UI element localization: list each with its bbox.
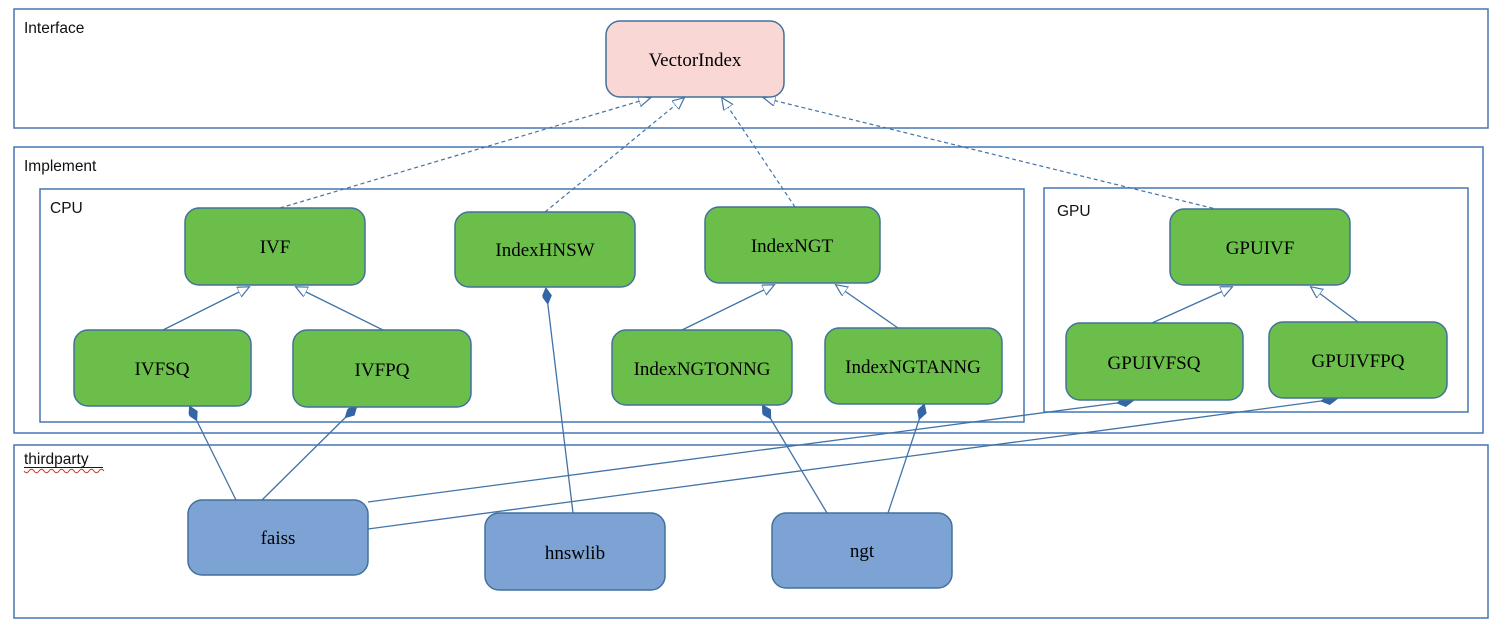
node-indexngtanng: IndexNGTANNG: [824, 327, 1003, 405]
node-ngt: ngt: [771, 512, 953, 589]
interface-label: Interface: [24, 20, 84, 37]
node-indexngt: IndexNGT: [704, 206, 881, 284]
indexngt-label: IndexNGT: [751, 236, 834, 257]
node-ivfsq: IVFSQ: [73, 329, 252, 407]
edge-indexngtonng-indexngt: [681, 285, 774, 331]
ivfsq-label: IVFSQ: [135, 359, 190, 380]
vectorindex-label: VectorIndex: [649, 50, 742, 71]
indexngtonng-shape: [611, 329, 793, 406]
edge-indexngtanng-indexngt: [836, 285, 899, 329]
edge-faiss-ivfpq: [261, 407, 356, 501]
node-faiss: faiss: [187, 499, 369, 576]
edge-gpuivfsq-gpuivf: [1151, 287, 1232, 324]
edge-indexhnsw-vectorindex: [544, 98, 684, 213]
gpuivfpq-label: GPUIVFPQ: [1312, 351, 1405, 372]
ivfpq-shape: [292, 329, 472, 408]
node-indexhnsw: IndexHNSW: [454, 211, 636, 288]
faiss-label: faiss: [261, 528, 296, 549]
indexngtanng-shape: [824, 327, 1003, 405]
cpu-label: CPU: [50, 200, 83, 217]
edge-ivfsq-ivf: [162, 287, 249, 331]
ivfpq-label: IVFPQ: [355, 360, 410, 381]
gpuivfpq-shape: [1268, 321, 1448, 399]
ngt-shape: [771, 512, 953, 589]
node-gpuivfpq: GPUIVFPQ: [1268, 321, 1448, 399]
gpuivf-shape: [1169, 208, 1351, 286]
edge-ivf-vectorindex: [279, 98, 650, 209]
node-indexngtonng: IndexNGTONNG: [611, 329, 793, 406]
node-hnswlib: hnswlib: [484, 512, 666, 591]
edge-faiss-gpuivfpq: [367, 399, 1336, 530]
indexngt-shape: [704, 206, 881, 284]
edge-faiss-gpuivfsq: [367, 401, 1132, 503]
hnswlib-shape: [484, 512, 666, 591]
edge-faiss-ivfsq: [190, 407, 237, 501]
node-ivf: IVF: [184, 207, 366, 286]
gpuivf-label: GPUIVF: [1226, 238, 1295, 259]
indexhnsw-label: IndexHNSW: [495, 240, 594, 261]
gpuivfsq-label: GPUIVFSQ: [1108, 353, 1201, 374]
edge-gpuivfpq-gpuivf: [1311, 287, 1359, 323]
edge-gpuivf-vectorindex: [764, 98, 1221, 211]
ivfsq-shape: [73, 329, 252, 407]
node-gpuivfsq: GPUIVFSQ: [1065, 322, 1244, 401]
ngt-label: ngt: [850, 541, 875, 562]
hnswlib-label: hnswlib: [545, 543, 605, 564]
node-vectorindex: VectorIndex: [605, 20, 785, 98]
ivf-label: IVF: [260, 237, 291, 258]
ivf-shape: [184, 207, 366, 286]
thirdparty-spellcheck-squiggle: [23, 468, 105, 474]
edge-ngt-indexngtonng: [763, 406, 828, 514]
gpu-label: GPU: [1057, 203, 1091, 220]
gpuivfsq-shape: [1065, 322, 1244, 401]
edge-indexngt-vectorindex: [722, 98, 796, 208]
vectorindex-shape: [605, 20, 785, 98]
edge-ivfpq-ivf: [296, 287, 384, 331]
faiss-shape: [187, 499, 369, 576]
indexhnsw-shape: [454, 211, 636, 288]
indexngtonng-label: IndexNGTONNG: [634, 359, 771, 380]
thirdparty-label: thirdparty: [24, 451, 89, 468]
implement-label: Implement: [24, 158, 97, 175]
edge-ngt-indexngtanng: [887, 405, 924, 514]
indexngtanng-label: IndexNGTANNG: [845, 357, 981, 378]
node-gpuivf: GPUIVF: [1169, 208, 1351, 286]
node-ivfpq: IVFPQ: [292, 329, 472, 408]
